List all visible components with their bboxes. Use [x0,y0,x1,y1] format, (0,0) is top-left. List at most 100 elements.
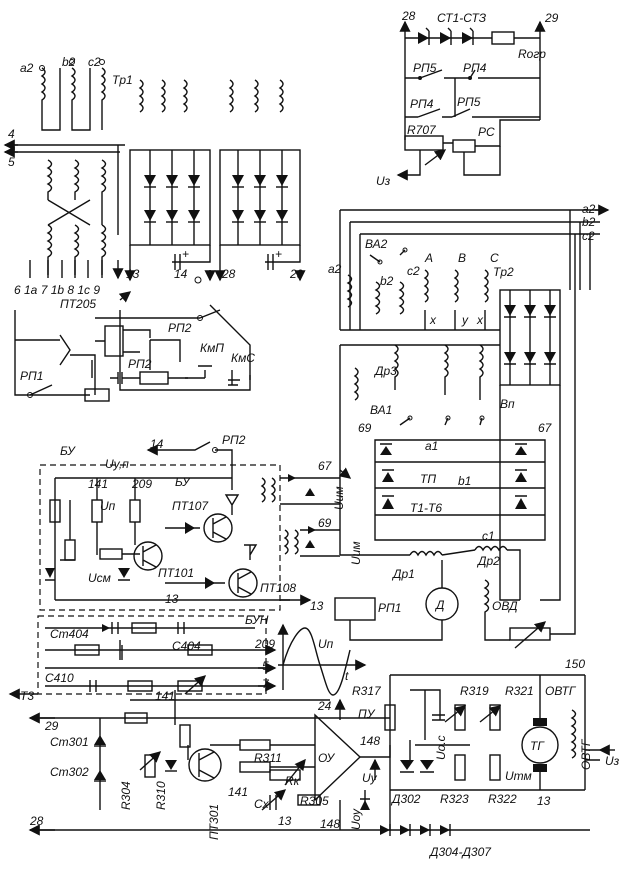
label-c404: C404 [172,639,201,653]
label-usm: Uсм [88,571,111,585]
label-bu-a: БУ [60,444,76,458]
label-ph-c: C [490,251,499,265]
label-c2-r: c2 [582,229,595,243]
node-69-a: 69 [358,421,372,435]
node-13-e: 13 [278,814,292,828]
transformer-tr1-block: a2 b2 c2 Tр1 4 5 6 1a 7 1b 8 1c 9 [3,55,133,303]
node-29-b: 29 [44,719,59,733]
label-ovtg: ОВТГ [545,684,577,698]
node-13-b: 13 [165,592,179,606]
label-kmp: КмП [200,341,224,355]
three-phase-input-block: a2 b2 c2 ВА2 a2 b2 c2 A B C Tр2 x y x [328,202,610,601]
label-tp: ТП [420,472,436,486]
node-67-a: 67 [538,421,553,435]
label-r321: R321 [505,684,534,698]
label-pu: ПУ [358,707,376,721]
node-13-c: 13 [310,599,324,613]
node-209-a: 209 [131,477,152,491]
label-a2: a2 [20,61,34,75]
label-rp5-a: РП5 [413,61,437,75]
label-uyp: Uу,п [105,457,129,471]
label-up-b: Uп [318,637,334,651]
node-5: 5 [8,155,15,169]
label-r310: R310 [154,781,168,810]
relay-pt205-block: ПТ205 РП2 РП2 КмП КмС РП1 [14,297,255,402]
label-up-a: Uп [100,499,116,513]
label-va1: ВА1 [370,403,392,417]
node-13-a: 13 [126,267,140,281]
bun-block: БУН Ст404 C404 209 C410 5 7 T3 Uп t [8,613,367,703]
node-29-a: 29 [289,267,304,281]
label-kms: КмС [231,351,255,365]
node-148-a: 148 [360,734,380,748]
label-st-chain: СТ1-СТЗ [437,11,487,25]
label-bu-b: БУ [175,475,191,489]
node-13-d: 13 [537,794,551,808]
node-148-b: 148 [320,817,340,831]
label-rc: РС [478,125,495,139]
label-rp4-a: РП4 [463,61,487,75]
label-c2: c2 [88,55,101,69]
node-150: 150 [565,657,585,671]
label-a2-t: a2 [328,262,342,276]
node-7-b: 7 [262,677,270,691]
label-ou: ОУ [318,751,336,765]
label-uy: Uу [362,771,378,785]
label-c410: C410 [45,671,74,685]
label-plus-2: + [275,247,282,261]
label-r319: R319 [460,684,489,698]
label-b2-t: b2 [380,274,394,288]
zener-diode-icon [418,27,474,45]
label-b2-r: b2 [582,215,596,229]
label-r322: R322 [488,792,517,806]
label-pt107: ПТ107 [172,499,209,513]
label-c2-t: c2 [407,264,420,278]
label-r311: R311 [254,751,282,765]
label-rp1-a: РП1 [20,369,43,383]
label-r305: R305 [300,794,329,808]
label-rp5-b: РП5 [457,95,481,109]
label-a1: a1 [425,439,438,453]
opamp-ou [314,713,362,802]
label-b1: b1 [458,474,471,488]
label-st404: Ст404 [50,627,89,641]
diode-icon [144,175,288,223]
label-st301: Ст301 [50,735,89,749]
node-28-a: 28 [221,267,236,281]
label-r707: R707 [407,123,437,137]
stabilitron-chain-block: 28 СТ1-СТЗ 29 Rогр РП5 РП4 РП4 РП5 R707 … [376,9,559,188]
label-rk: Rк [285,774,301,788]
label-plus-1: + [182,247,189,261]
resistor-r707 [404,135,444,151]
label-u3-b: Uз [605,754,620,768]
relay-rp1-coil [334,597,376,621]
label-x2: x [476,313,484,327]
label-ovd: ОВД [492,599,518,613]
label-d304: Д304-Д307 [428,845,492,859]
label-uim-a: Uим [332,486,346,510]
node-14-b: 14 [150,437,164,451]
label-u3-top: Uз [376,174,391,188]
label-c1: c1 [482,529,495,543]
label-tg: ТГ [530,739,545,753]
label-dr2: Др2 [476,554,500,568]
thyristor-converter-block: Др3 Вп ВА1 69 a1 67 ТП b1 Т1-Т6 c1 Др2 Д… [334,234,576,649]
resistor-r-ogr [491,31,515,45]
node-69-b: 69 [318,516,332,530]
label-rp1-b: РП1 [378,601,401,615]
node-141-c: 141 [228,785,248,799]
node-67-b: 67 [318,459,333,473]
rectifier-bridges-block: + + 13 14 28 29 [124,79,306,284]
label-utm: Uтм [505,769,532,783]
node-24: 24 [317,699,332,713]
node-4: 4 [8,127,15,141]
speed-regulator-block: 150 R317 R319 R321 ОВТГ ПУ Uо.с ТГ ОВТГ … [28,657,620,859]
label-uoc: Uо.с [434,735,448,760]
label-pt101: ПТ101 [158,566,194,580]
label-r-ogr: Rогр [518,47,546,61]
label-dr1: Др1 [391,567,415,581]
label-d302: Д302 [390,792,421,806]
label-rp4-b: РП4 [410,97,434,111]
